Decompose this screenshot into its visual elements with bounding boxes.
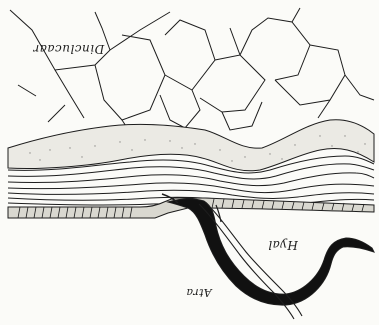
cell-network [10, 10, 170, 70]
label-top: Dinclucaar [33, 43, 104, 55]
label-middle: Hyal [268, 239, 298, 251]
granular-layer [8, 120, 374, 171]
label-bottom: Atra [186, 287, 212, 298]
